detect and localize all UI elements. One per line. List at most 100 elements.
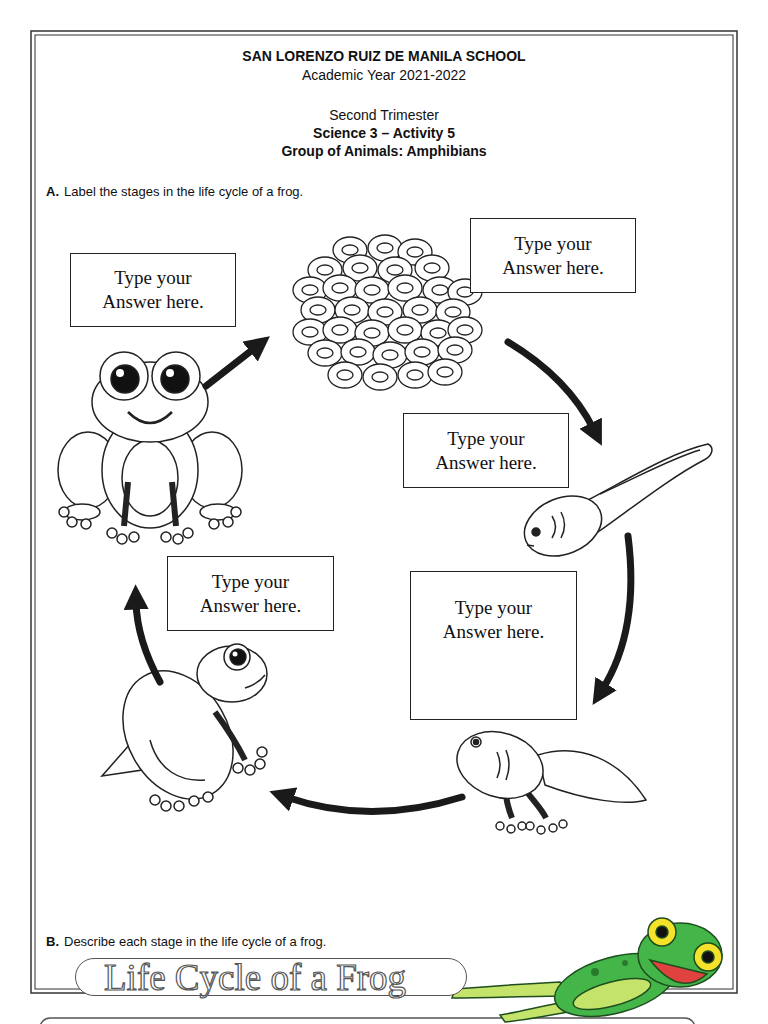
frog-pupil — [702, 951, 714, 963]
toe — [161, 801, 171, 811]
toe — [233, 763, 243, 773]
eye-highlight — [116, 369, 124, 377]
frog-eye — [694, 943, 722, 971]
frog-eye — [152, 352, 200, 400]
toe — [231, 507, 241, 517]
banner-title: Life Cycle of a Frog — [76, 959, 466, 997]
gill-line — [552, 516, 556, 538]
toe — [59, 507, 69, 517]
egg — [363, 364, 397, 390]
instruction-text: Label the stages in the life cycle of a … — [64, 183, 303, 201]
cycle-arrow — [602, 536, 631, 690]
eye-highlight — [233, 652, 238, 657]
tail-line — [600, 450, 700, 494]
egg — [323, 317, 357, 343]
gill-line — [506, 750, 509, 780]
school-name: SAN LORENZO RUIZ DE MANILA SCHOOL — [0, 47, 768, 65]
instruction-text: Describe each stage in the life cycle of… — [64, 933, 326, 951]
toe — [129, 532, 139, 542]
egg — [428, 359, 462, 385]
frog-pupil — [111, 365, 139, 393]
tadpole-tail — [588, 444, 712, 532]
frog-belly — [570, 972, 653, 1016]
froglet-pupil — [230, 649, 246, 665]
egg — [398, 362, 432, 388]
instruction-text: A. — [46, 183, 59, 201]
toe — [537, 826, 545, 834]
frog-leg — [452, 982, 566, 998]
front-leg — [124, 482, 128, 526]
cycle-arrow — [286, 797, 462, 812]
frog-pupil — [161, 365, 189, 393]
toe — [209, 519, 219, 529]
frog-eye — [100, 352, 148, 400]
egg — [308, 340, 342, 366]
tadpole-tail — [538, 751, 646, 802]
cycle-arrow — [206, 347, 256, 386]
eye-highlight — [166, 369, 174, 377]
toe — [81, 519, 91, 529]
toe — [107, 528, 117, 538]
answer-placeholder: Type your Answer here. — [493, 232, 613, 280]
answer-box: Type your Answer here. — [470, 218, 636, 293]
froglet-mouth — [245, 675, 265, 688]
gill-line — [497, 752, 500, 778]
frog-pupil — [656, 926, 668, 938]
answer-placeholder: Type your Answer here. — [433, 596, 554, 644]
toe — [559, 820, 567, 828]
frog-belly — [122, 440, 178, 516]
toe — [223, 517, 233, 527]
answer-panel — [40, 1018, 695, 1024]
cycle-arrows — [136, 342, 631, 812]
toe — [174, 801, 184, 811]
answer-placeholder: Type your Answer here. — [93, 266, 213, 314]
legged-tadpole-illustration — [448, 721, 646, 834]
answer-box: Type your Answer here. — [410, 571, 577, 720]
egg — [328, 362, 362, 388]
toe — [257, 747, 267, 757]
instruction-text: B. — [46, 933, 59, 951]
leg-line — [150, 740, 205, 780]
egg — [341, 339, 375, 365]
header-text: Group of Animals: Amphibians — [0, 142, 768, 160]
tadpole-eye — [471, 737, 481, 747]
egg — [405, 339, 439, 365]
toe — [173, 534, 183, 544]
toe — [183, 528, 193, 538]
egg-mass — [293, 235, 482, 390]
toe — [150, 795, 160, 805]
cartoon-frog — [452, 918, 722, 1024]
toe — [549, 824, 557, 832]
frog-smile — [128, 412, 172, 423]
cycle-arrow — [136, 602, 160, 682]
frog-eye — [648, 918, 676, 946]
page-border — [35, 35, 733, 989]
toe — [526, 822, 534, 830]
page-border — [31, 31, 737, 993]
toe — [245, 765, 255, 775]
tadpole-pupil — [474, 740, 479, 745]
front-leg — [215, 712, 245, 760]
toe — [203, 792, 213, 802]
answer-box: Type your Answer here. — [167, 556, 334, 631]
frog-spot — [622, 960, 628, 966]
answer-placeholder: Type your Answer here. — [190, 570, 311, 618]
header-text: Science 3 – Activity 5 — [0, 124, 768, 142]
frog-spot — [591, 968, 599, 976]
toe — [518, 822, 526, 830]
front-leg — [172, 482, 176, 526]
gill-line — [561, 512, 565, 538]
header-text: Academic Year 2021-2022 — [0, 66, 768, 84]
title-banner: Life Cycle of a Frog — [75, 958, 467, 996]
answer-placeholder: Type your Answer here. — [426, 427, 546, 475]
froglet-illustration — [101, 644, 267, 819]
tadpole-body — [515, 485, 610, 567]
toe — [496, 822, 504, 830]
toe — [255, 759, 265, 769]
toe — [161, 532, 171, 542]
toe — [189, 796, 199, 806]
toe — [67, 517, 77, 527]
answer-box: Type your Answer here. — [70, 253, 236, 327]
froglet-eye — [224, 644, 250, 670]
